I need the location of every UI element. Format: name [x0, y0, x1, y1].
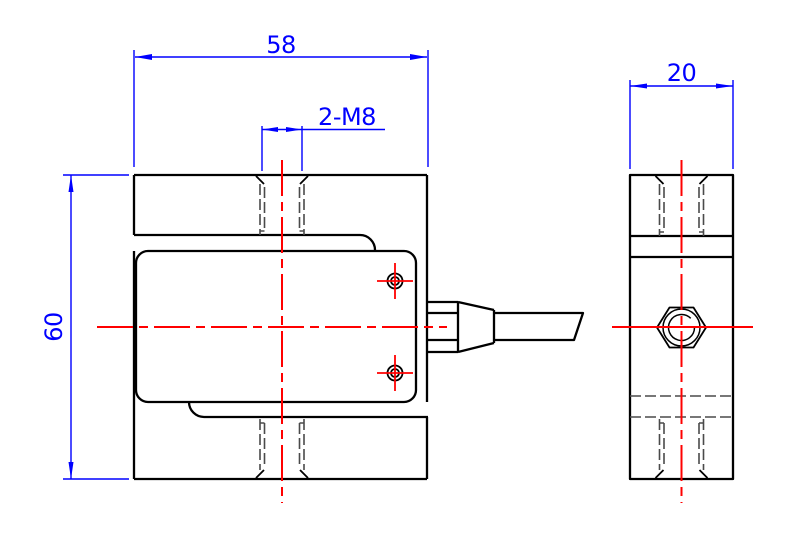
screw-bottom-crosshair: [377, 355, 413, 391]
front-body-outline: [132, 173, 429, 481]
thread-hole-bottom-front: [255, 419, 309, 479]
lower-slot: [187, 401, 428, 419]
hole-chamfer: [654, 469, 709, 479]
hole-chamfer: [255, 469, 309, 479]
strain-relief: [457, 300, 496, 354]
dim-front-width-label: 58: [266, 31, 296, 59]
dimension-side-width: 20: [629, 59, 734, 169]
screw-top-crosshair: [377, 263, 413, 299]
thread-callout-label: 2-M8: [318, 103, 376, 131]
hole-hidden-lines: [259, 184, 305, 235]
upper-slot: [134, 233, 377, 251]
dim-side-width-label: 20: [667, 59, 697, 87]
dimension-thread-callout: 2-M8: [261, 103, 385, 171]
thread-hole-bottom-side: [654, 419, 709, 479]
hole-hidden-lines: [658, 184, 705, 236]
arrow-up-icon: [68, 175, 74, 192]
dim-lines: [629, 80, 734, 169]
arrow-right-icon: [716, 83, 733, 89]
dim-front-height-label: 60: [40, 312, 68, 342]
hole-chamfer: [255, 175, 309, 185]
thread-hole-top-side: [654, 175, 709, 236]
dimension-front-width: 58: [133, 31, 429, 167]
arrow-left-icon: [630, 83, 647, 89]
gland-thread-arc: [667, 313, 696, 342]
gland-body: [428, 300, 460, 354]
hole-hidden-lines: [259, 419, 305, 470]
arrow-right-icon: [410, 54, 427, 60]
dim-lines: [63, 174, 129, 480]
dim-lines: [133, 50, 429, 167]
thread-hole-top-front: [255, 175, 309, 235]
arrow-left-icon: [135, 54, 152, 60]
dim-lines: [261, 126, 385, 171]
arrow-right-icon: [286, 127, 302, 132]
arrow-down-icon: [68, 462, 74, 479]
cable-gland: [428, 300, 496, 354]
dimension-front-height: 60: [40, 174, 129, 480]
hole-hidden-lines: [658, 419, 705, 470]
hole-chamfer: [654, 175, 709, 185]
centerlines: [97, 160, 753, 503]
arrow-left-icon: [262, 127, 278, 132]
cable: [494, 311, 585, 342]
